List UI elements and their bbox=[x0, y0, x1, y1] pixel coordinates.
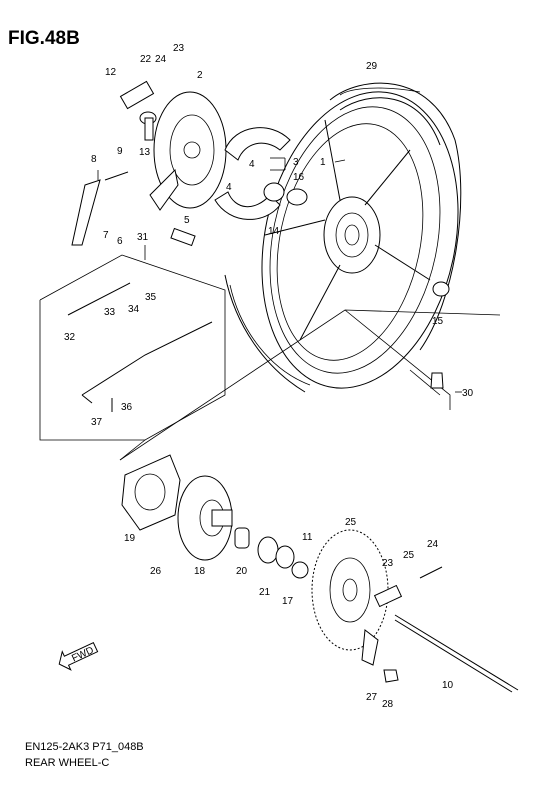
callout: 25 bbox=[345, 517, 357, 528]
callout-labels: 1 2 3 4 4 5 6 7 8 9 10 11 12 13 14 15 16… bbox=[64, 43, 474, 710]
callout: 4 bbox=[249, 159, 255, 170]
callout: 32 bbox=[64, 332, 76, 343]
tyre-tread bbox=[339, 87, 421, 96]
brake-cam-lever bbox=[119, 80, 157, 141]
callout: 23 bbox=[173, 43, 185, 54]
callout: 23 bbox=[382, 558, 394, 569]
callout: 34 bbox=[128, 304, 140, 315]
callout: 4 bbox=[226, 182, 232, 193]
valve-cap bbox=[430, 372, 444, 389]
fwd-arrow-icon: FWD bbox=[58, 641, 99, 671]
callout: 7 bbox=[103, 230, 109, 241]
cush-drive-damper bbox=[121, 454, 181, 531]
callout: 25 bbox=[403, 550, 415, 561]
callout: 13 bbox=[139, 147, 151, 158]
brake-shoes bbox=[214, 127, 291, 220]
callout: 11 bbox=[302, 532, 313, 543]
callout: 33 bbox=[104, 307, 116, 318]
callout: 27 bbox=[366, 692, 378, 703]
torque-link bbox=[71, 179, 101, 246]
callout: 15 bbox=[432, 316, 444, 327]
callout: 3 bbox=[293, 157, 299, 168]
brake-rod-inset-box bbox=[39, 254, 226, 461]
callout: 19 bbox=[124, 533, 136, 544]
callout: 18 bbox=[194, 566, 206, 577]
callout: 28 bbox=[382, 699, 394, 710]
callout: 5 bbox=[184, 215, 190, 226]
callout: 36 bbox=[121, 402, 133, 413]
callout: 37 bbox=[91, 417, 103, 428]
callout: 1 bbox=[320, 157, 326, 168]
callout: 17 bbox=[282, 596, 294, 607]
bolt-9 bbox=[104, 171, 129, 181]
leader-lines bbox=[97, 157, 462, 393]
callout: 14 bbox=[268, 226, 280, 237]
axle-spacers bbox=[234, 527, 309, 579]
sprocket-drum bbox=[177, 475, 233, 561]
callout: 9 bbox=[117, 146, 123, 157]
callout: 10 bbox=[442, 680, 454, 691]
callout: 8 bbox=[91, 154, 97, 165]
chain-adjuster bbox=[373, 566, 443, 608]
rear-sprocket bbox=[311, 529, 389, 651]
figure-code: EN125-2AK3 P71_048B bbox=[25, 741, 144, 753]
callout: 2 bbox=[197, 70, 203, 81]
callout: 24 bbox=[427, 539, 439, 550]
callout: 22 bbox=[140, 54, 152, 65]
brake-panel bbox=[149, 91, 227, 211]
callout: 31 bbox=[137, 232, 149, 243]
figure-name: REAR WHEEL-C bbox=[25, 757, 110, 769]
stopper-arm bbox=[361, 629, 399, 683]
callout: 29 bbox=[366, 61, 378, 72]
callout: 6 bbox=[117, 236, 123, 247]
callout: 20 bbox=[236, 566, 248, 577]
callout: 24 bbox=[155, 54, 167, 65]
figure-title: FIG.48B bbox=[8, 28, 80, 49]
callout: 26 bbox=[150, 566, 162, 577]
callout: 30 bbox=[462, 388, 474, 399]
callout: 16 bbox=[293, 172, 305, 183]
fwd-label: FWD bbox=[70, 645, 95, 665]
exploded-axis-lines bbox=[119, 309, 501, 461]
callout: 35 bbox=[145, 292, 157, 303]
callout: 12 bbox=[105, 67, 117, 78]
brake-rod bbox=[67, 282, 213, 412]
tyre-valve bbox=[170, 227, 196, 247]
rear-axle bbox=[394, 614, 519, 691]
rear-wheel-rim bbox=[224, 82, 462, 393]
callout: 21 bbox=[259, 587, 271, 598]
